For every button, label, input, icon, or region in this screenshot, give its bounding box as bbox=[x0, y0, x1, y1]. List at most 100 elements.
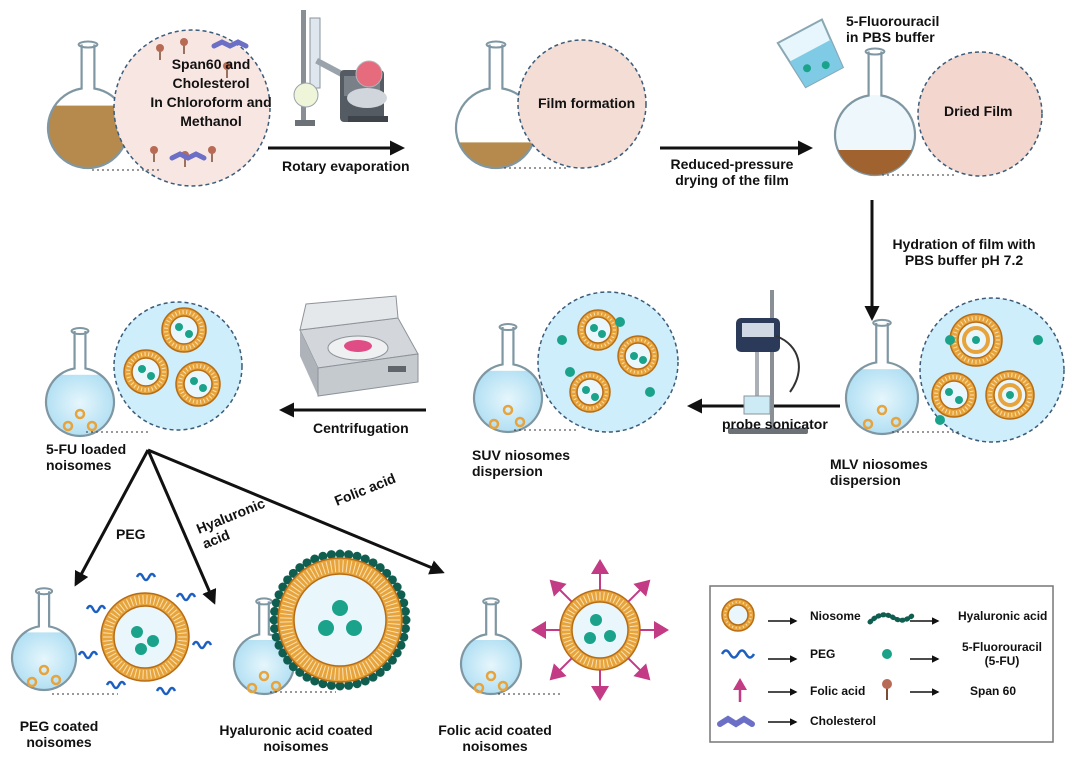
peg-arrow-label: PEG bbox=[116, 526, 146, 542]
drug-dot bbox=[1006, 391, 1014, 399]
drug-dot bbox=[584, 632, 596, 644]
legend-niosome-label: Niosome bbox=[810, 609, 861, 623]
peg-chain bbox=[157, 688, 175, 694]
peg-coated-line-1: PEG coated bbox=[0, 718, 118, 734]
dried-film-label: Dried Film bbox=[944, 103, 1012, 119]
suv-line-2: dispersion bbox=[472, 463, 570, 479]
peg-coated-niosome bbox=[101, 593, 189, 681]
mlv-niosome-2 bbox=[932, 373, 976, 417]
legend-hyaluronic-label: Hyaluronic acid bbox=[958, 609, 1047, 623]
ha-coated-line-2: noisomes bbox=[198, 738, 394, 754]
centrifugation-label: Centrifugation bbox=[313, 420, 409, 436]
suv-niosome-1 bbox=[578, 310, 618, 350]
free-drug bbox=[615, 317, 625, 327]
loaded-line-2: noisomes bbox=[46, 457, 126, 473]
legend-fu-label: 5-Fluorouracil (5-FU) bbox=[950, 640, 1054, 668]
drug-dot bbox=[945, 388, 953, 396]
peg-coated-label: PEG coated noisomes bbox=[0, 718, 118, 750]
film-formation-label: Film formation bbox=[538, 95, 635, 111]
fu-line-2: in PBS buffer bbox=[846, 29, 939, 45]
free-drug bbox=[1033, 335, 1043, 345]
loaded-niosome-1 bbox=[162, 308, 206, 352]
rotary-evaporator bbox=[294, 10, 388, 126]
suv-niosome-2 bbox=[618, 336, 658, 376]
span-line-2: Cholesterol bbox=[143, 74, 279, 93]
probe-sonicator bbox=[728, 290, 808, 434]
drug-dot bbox=[630, 352, 638, 360]
drug-dot bbox=[147, 635, 159, 647]
peg-chain bbox=[107, 682, 125, 688]
ha-coated-line-1: Hyaluronic acid coated bbox=[198, 722, 394, 738]
reduced-line-1: Reduced-pressure bbox=[652, 156, 812, 172]
free-drug bbox=[945, 335, 955, 345]
drug-dot bbox=[135, 643, 147, 655]
fluorouracil-pbs-label: 5-Fluorouracil in PBS buffer bbox=[846, 13, 939, 45]
suv-niosome-3 bbox=[570, 372, 610, 412]
centrifuge bbox=[300, 296, 418, 396]
ha-coated-label: Hyaluronic acid coated noisomes bbox=[198, 722, 394, 754]
drug-dot bbox=[190, 377, 198, 385]
legend-folic-label: Folic acid bbox=[810, 684, 865, 698]
mlv-niosome-3 bbox=[986, 371, 1034, 419]
peg-chain bbox=[193, 642, 211, 648]
free-drug bbox=[935, 415, 945, 425]
coated-niosomes bbox=[52, 550, 669, 702]
peg-coated-line-2: noisomes bbox=[0, 734, 118, 750]
ha-niosome-core bbox=[278, 558, 402, 682]
folic-head bbox=[591, 686, 609, 701]
peg-chain bbox=[79, 652, 97, 658]
drug-dot bbox=[955, 396, 963, 404]
drug-dot-icon bbox=[882, 649, 892, 659]
fu-line-1: 5-Fluorouracil bbox=[846, 13, 939, 29]
drug-dot bbox=[591, 393, 599, 401]
legend-fu-line-1: 5-Fluorouracil bbox=[950, 640, 1054, 654]
flask-peg bbox=[12, 588, 76, 692]
span-cholesterol-label: Span60 and Cholesterol In Chloroform and… bbox=[143, 55, 279, 131]
reduced-line-2: drying of the film bbox=[652, 172, 812, 188]
fa-coated-line-1: Folic acid coated bbox=[412, 722, 578, 738]
mlv-line-2: dispersion bbox=[830, 472, 928, 488]
fa-coated-label: Folic acid coated noisomes bbox=[412, 722, 578, 754]
suv-line-1: SUV niosomes bbox=[472, 447, 570, 463]
drug-dot bbox=[318, 620, 334, 636]
probe-sonicator-label: probe sonicator bbox=[722, 416, 828, 432]
ha-coated-niosome bbox=[270, 550, 411, 691]
niosome-icon bbox=[722, 599, 754, 631]
fa-coated-line-2: noisomes bbox=[412, 738, 578, 754]
reduced-pressure-label: Reduced-pressure drying of the film bbox=[652, 156, 812, 188]
drug-dot bbox=[147, 372, 155, 380]
suv-label: SUV niosomes dispersion bbox=[472, 447, 570, 479]
drug-dot bbox=[131, 626, 143, 638]
loaded-niosome-3 bbox=[176, 362, 220, 406]
legend-fu-line-2: (5-FU) bbox=[950, 654, 1054, 668]
free-drug bbox=[557, 335, 567, 345]
mlv-niosome-1 bbox=[950, 314, 1002, 366]
drug-dot bbox=[185, 330, 193, 338]
drug-dot bbox=[332, 600, 348, 616]
hydration-label: Hydration of film with PBS buffer pH 7.2 bbox=[872, 236, 1056, 268]
folic-head bbox=[531, 621, 546, 639]
span-line-1: Span60 and bbox=[143, 55, 279, 74]
legend-span-label: Span 60 bbox=[970, 684, 1016, 698]
loaded-niosome-2 bbox=[124, 350, 168, 394]
drug-dot bbox=[590, 324, 598, 332]
drug-dot bbox=[598, 330, 606, 338]
drug-dot bbox=[199, 384, 207, 392]
legend-peg-label: PEG bbox=[810, 647, 835, 661]
free-drug bbox=[565, 367, 575, 377]
drug-dot bbox=[972, 336, 980, 344]
rotary-evaporation-label: Rotary evaporation bbox=[282, 158, 410, 174]
peg-chain bbox=[177, 594, 195, 600]
flask-fa bbox=[461, 598, 521, 696]
mlv-label: MLV niosomes dispersion bbox=[830, 456, 928, 488]
drug-dot bbox=[346, 620, 362, 636]
drug-dot bbox=[639, 356, 647, 364]
span-line-4: Methanol bbox=[143, 112, 279, 131]
drug-dot bbox=[604, 630, 616, 642]
drug-dot bbox=[175, 323, 183, 331]
loaded-noisomes-label: 5-FU loaded noisomes bbox=[46, 441, 126, 473]
fa-coated-niosome bbox=[560, 590, 640, 670]
drug-dot bbox=[590, 614, 602, 626]
dried-film-layer bbox=[838, 150, 912, 175]
mlv-line-1: MLV niosomes bbox=[830, 456, 928, 472]
